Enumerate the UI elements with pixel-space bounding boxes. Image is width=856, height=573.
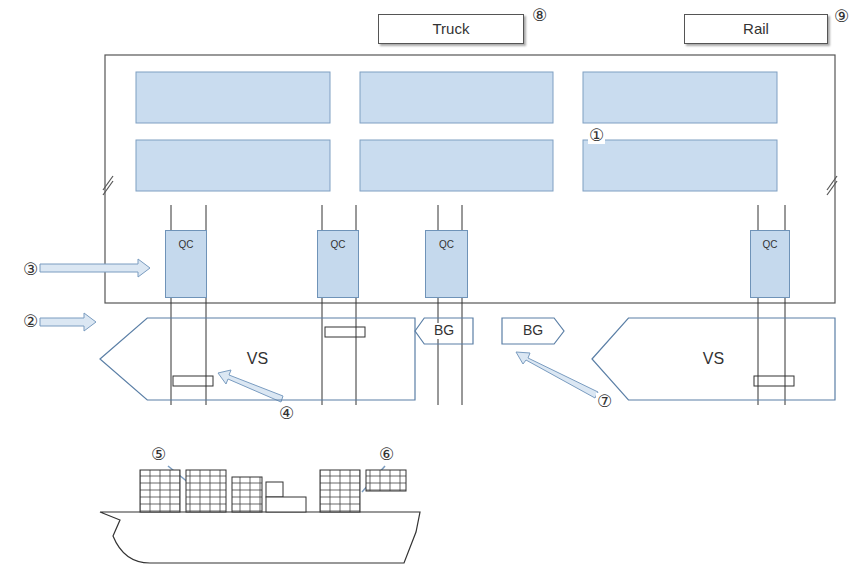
ship-hull xyxy=(100,512,420,563)
quay-crane: QC xyxy=(165,230,207,298)
vessel-shape-polygon xyxy=(100,318,415,400)
callout-number: ⑦ xyxy=(596,393,613,410)
drawing-part xyxy=(218,370,283,402)
barge-shape: BG xyxy=(502,318,564,344)
drawing-part xyxy=(186,470,226,512)
callout-number: ⑧ xyxy=(531,7,548,24)
terminal-area xyxy=(105,55,835,303)
node-label: VS xyxy=(245,350,270,368)
drawing-part xyxy=(103,181,113,195)
quay-crane: QC xyxy=(425,230,468,298)
node-label: QC xyxy=(437,239,456,250)
containers xyxy=(173,268,794,386)
quay-crane: QC xyxy=(317,230,359,298)
drawing-part xyxy=(827,181,837,195)
drawing-part xyxy=(173,376,213,386)
drawing-part xyxy=(583,140,777,191)
drawing-part xyxy=(754,376,794,386)
container-stacks xyxy=(140,470,406,512)
callout-number: ⑨ xyxy=(833,8,850,25)
truck-box: Truck xyxy=(378,14,524,44)
callout-number: ② xyxy=(22,313,39,330)
ship-superstructure xyxy=(266,497,306,512)
drawing-part xyxy=(136,72,330,123)
barge-shape-polygon xyxy=(502,318,564,344)
drawing-part xyxy=(360,140,553,191)
vessel-shape: VS xyxy=(100,318,415,400)
drawing-part xyxy=(320,470,360,512)
vessel-shape-polygon xyxy=(592,318,835,400)
ship-bridge xyxy=(266,482,283,497)
node-label: Rail xyxy=(741,21,771,38)
quay-crane: QC xyxy=(750,230,790,298)
drawing-part xyxy=(140,470,180,512)
node-label: VS xyxy=(701,350,726,368)
node-label: QC xyxy=(177,239,196,250)
drawing-part xyxy=(516,352,598,398)
drawing-part xyxy=(366,470,406,491)
node-label: BG xyxy=(521,323,545,338)
break-marks xyxy=(103,176,837,195)
crane-rails xyxy=(171,205,785,405)
callout-number: ① xyxy=(588,127,605,144)
drawing-part xyxy=(360,72,553,123)
rail-box: Rail xyxy=(684,14,828,44)
drawing-part xyxy=(40,259,150,277)
callout-number: ③ xyxy=(22,261,39,278)
barge-shape: BG xyxy=(415,318,473,344)
node-label: QC xyxy=(761,239,780,250)
node-label: BG xyxy=(432,323,456,338)
callout-number: ④ xyxy=(278,405,295,422)
drawing-part xyxy=(325,327,365,337)
drawing-part xyxy=(136,140,330,191)
barge-shape-polygon xyxy=(415,318,473,344)
callout-number: ⑥ xyxy=(378,446,395,463)
drawing-part xyxy=(232,477,262,512)
callout-number: ⑤ xyxy=(150,446,167,463)
yard-blocks xyxy=(136,72,777,191)
ship-illustration xyxy=(100,470,420,563)
drawing-part xyxy=(40,313,96,331)
node-label: QC xyxy=(329,239,348,250)
drawing-part xyxy=(583,72,777,123)
node-label: Truck xyxy=(431,21,472,38)
vessel-shape: VS xyxy=(592,318,835,400)
